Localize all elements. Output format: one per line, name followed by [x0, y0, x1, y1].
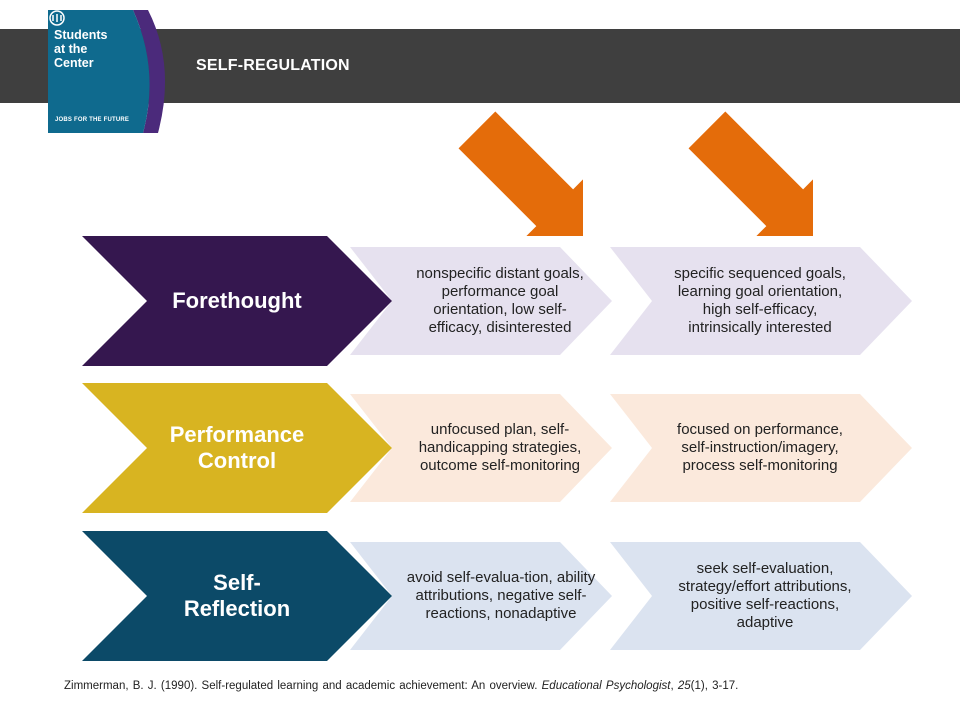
forethought-skillful-cell: specific sequenced goals, learning goal … [610, 247, 912, 355]
performance-naive-cell: unfocused plan, self-handicapping strate… [350, 394, 612, 502]
forethought-naive-text: nonspecific distant goals, performance g… [416, 265, 584, 336]
phase-label-performance-control: Performance Control [169, 422, 305, 473]
skillful-self-regulators-arrow: Skillful Self- Regulators [688, 78, 930, 248]
reflection-skillful-text: seek self-evaluation, strategy/effort at… [678, 560, 852, 631]
reflection-naive-cell: avoid self-evalua-tion, ability attribut… [350, 542, 612, 650]
performance-naive-text: unfocused plan, self-handicapping strate… [418, 421, 582, 474]
reflection-naive-text: avoid self-evalua-tion, ability attribut… [406, 569, 596, 622]
page-title: SELF-REGULATION [196, 57, 350, 74]
phase-performance-control: Performance Control [82, 383, 392, 513]
phase-label-self-reflection: Self-Reflection [183, 570, 291, 621]
students-at-the-center-logo: Students at the Center JOBS FOR THE FUTU… [48, 10, 173, 133]
naive-self-regulators-arrow: Naïve Self- Regulators [458, 78, 700, 248]
performance-skillful-text: focused on performance, self-instruction… [677, 421, 843, 474]
phase-forethought: Forethought [82, 236, 392, 366]
forethought-naive-cell: nonspecific distant goals, performance g… [350, 247, 612, 355]
citation: Zimmerman, B. J. (1990). Self-regulated … [64, 680, 739, 692]
phase-self-reflection: Self-Reflection [82, 531, 392, 661]
forethought-skillful-text: specific sequenced goals, learning goal … [674, 265, 846, 336]
performance-skillful-cell: focused on performance, self-instruction… [610, 394, 912, 502]
reflection-skillful-cell: seek self-evaluation, strategy/effort at… [610, 542, 912, 650]
jff-mark-icon [49, 10, 65, 26]
phase-label-forethought: Forethought [172, 288, 302, 313]
logo-wordmark: Students at the Center [54, 28, 108, 70]
logo-tagline: JOBS FOR THE FUTURE [55, 117, 130, 123]
